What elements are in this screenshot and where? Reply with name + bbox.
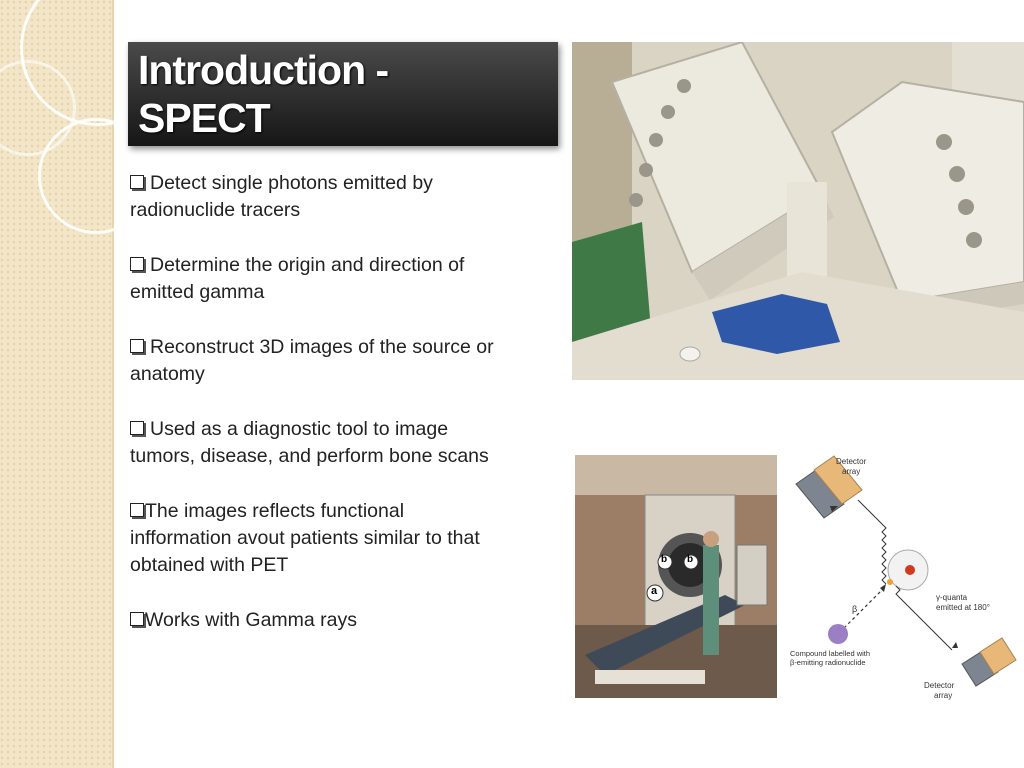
gamma-wave-bottom bbox=[895, 585, 953, 651]
bullet-text: Used as a diagnostic tool to image bbox=[150, 418, 449, 440]
bullet-text: Works with Gamma rays bbox=[145, 609, 358, 631]
bullet-item: Reconstruct 3D images of the source or a… bbox=[130, 334, 560, 388]
atom-icon bbox=[887, 549, 929, 591]
beta-label: β bbox=[852, 604, 857, 614]
bullet-text: Determine the origin and direction of bbox=[150, 254, 465, 276]
bullet-text: radionuclide tracers bbox=[130, 199, 301, 221]
decorative-circle bbox=[38, 118, 154, 234]
bullet-text: obtained with PET bbox=[130, 554, 289, 576]
bullet-item: Works with Gamma rays bbox=[130, 607, 560, 634]
checkbox-bullet-icon bbox=[130, 175, 144, 189]
spect-camera-photo bbox=[572, 42, 1024, 380]
detector-bottom-label-2: array bbox=[934, 691, 952, 700]
detector-top-label-2: array bbox=[842, 467, 860, 476]
title-line-1: Introduction - bbox=[138, 47, 389, 93]
bullet-list: Detect single photons emitted by radionu… bbox=[130, 170, 560, 662]
compound-label-2: β-emitting radionuclide bbox=[790, 658, 866, 667]
scanner-room-illustration bbox=[575, 455, 777, 698]
compound-label-1: Compound labelled with bbox=[790, 649, 870, 658]
bullet-item: Used as a diagnostic tool to image tumor… bbox=[130, 416, 560, 470]
compound-icon bbox=[828, 624, 848, 644]
gamma-label-2: emitted at 180° bbox=[936, 603, 990, 612]
detector-array-bottom-icon bbox=[961, 637, 1017, 687]
bullet-text: infformation avout patients similar to t… bbox=[130, 527, 480, 549]
checkbox-bullet-icon bbox=[130, 503, 144, 517]
side-divider bbox=[112, 0, 114, 768]
bullet-text: Detect single photons emitted by bbox=[150, 172, 433, 194]
detector-bottom-label-1: Detector bbox=[924, 681, 955, 690]
bullet-item: Detect single photons emitted by radionu… bbox=[130, 170, 560, 224]
slide-title: Introduction - SPECT bbox=[138, 46, 550, 142]
bullet-text: Reconstruct 3D images of the source or bbox=[150, 336, 494, 358]
title-line-2: SPECT bbox=[138, 95, 271, 141]
spect-principle-diagram: Detector array β Compound labelled with … bbox=[790, 455, 1017, 700]
gamma-label-1: γ-quanta bbox=[936, 593, 968, 602]
gamma-wave-top bbox=[857, 499, 887, 585]
checkbox-bullet-icon bbox=[130, 612, 144, 626]
bullet-text: emitted gamma bbox=[130, 281, 265, 303]
decorative-circle bbox=[0, 60, 76, 156]
bullet-text: tumors, disease, and perform bone scans bbox=[130, 445, 489, 467]
photo-label-a: a bbox=[651, 585, 658, 597]
bullet-text: The images reflects functional bbox=[145, 500, 405, 522]
bullet-item: Determine the origin and direction of em… bbox=[130, 252, 560, 306]
photo-label-b2: b bbox=[687, 554, 694, 565]
title-box: Introduction - SPECT bbox=[128, 42, 558, 146]
bullet-text: anatomy bbox=[130, 363, 205, 385]
checkbox-bullet-icon bbox=[130, 421, 144, 435]
beta-path bbox=[843, 587, 885, 629]
patient-scanner-photo: b b a bbox=[575, 455, 777, 698]
spect-camera-illustration bbox=[572, 42, 1024, 380]
checkbox-bullet-icon bbox=[130, 339, 144, 353]
bullet-item: The images reflects functional infformat… bbox=[130, 498, 560, 579]
checkbox-bullet-icon bbox=[130, 257, 144, 271]
detector-top-label-1: Detector bbox=[836, 457, 867, 466]
photo-label-b1: b bbox=[661, 554, 668, 565]
